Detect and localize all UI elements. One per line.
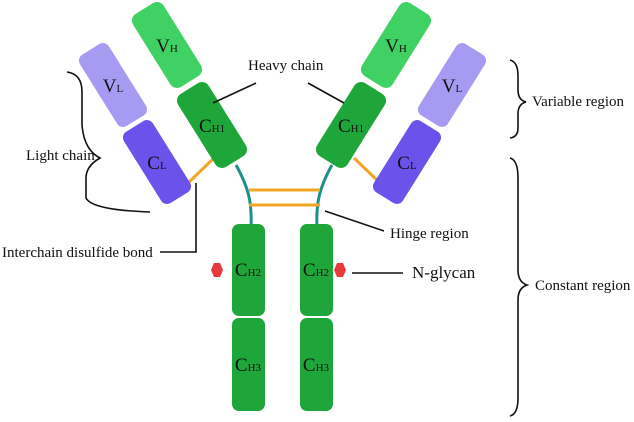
svg-text:VL: VL	[442, 76, 463, 97]
light-heavy-disulfide-right	[352, 156, 382, 185]
n-glycan-left-icon	[211, 263, 223, 277]
heavy-chain-leader-left	[212, 82, 257, 104]
hinge-connector-left	[234, 164, 253, 231]
svg-text:CL: CL	[147, 153, 167, 174]
left-cl-domain: CL	[122, 120, 192, 204]
svg-text:CH3: CH3	[235, 355, 262, 376]
light-heavy-disulfide-left	[186, 156, 216, 185]
n-glycan-right-icon	[334, 263, 346, 277]
svg-text:VH: VH	[385, 36, 407, 57]
svg-text:CL: CL	[397, 153, 417, 174]
hinge-leader	[324, 210, 385, 232]
right-cl-domain: CL	[372, 120, 442, 204]
left-vl-domain: VL	[78, 43, 148, 127]
svg-text:CH1: CH1	[338, 116, 364, 137]
left-ch3-domain: CH3	[232, 318, 265, 411]
interchain-disulfide-label: Interchain disulfide bond	[2, 245, 153, 261]
left-ch1-domain: CH1	[176, 82, 248, 168]
constant-region-label: Constant region	[535, 278, 631, 294]
svg-text:CH2: CH2	[303, 260, 329, 281]
svg-text:CH3: CH3	[303, 355, 330, 376]
heavy-chain-label: Heavy chain	[248, 58, 324, 74]
light-chain-brace	[66, 71, 151, 213]
variable-region-brace	[509, 59, 527, 139]
svg-text:VL: VL	[103, 76, 124, 97]
hinge-connector-right	[315, 164, 334, 231]
left-ch2-domain: CH2	[232, 224, 265, 316]
svg-text:CH1: CH1	[199, 116, 225, 137]
n-glycan-label: N-glycan	[412, 263, 476, 282]
constant-region-brace	[509, 157, 530, 417]
right-ch2-domain: CH2	[300, 224, 333, 316]
left-vh-domain: VH	[131, 2, 203, 88]
right-ch1-domain: CH1	[315, 82, 387, 168]
heavy-chain-leader-right	[307, 82, 345, 104]
disulfide-leader	[160, 183, 197, 253]
variable-region-label: Variable region	[532, 94, 625, 110]
light-chain-label: Light chain	[26, 148, 95, 164]
right-vl-domain: VL	[417, 43, 487, 127]
right-ch3-domain: CH3	[300, 318, 333, 411]
svg-text:CH2: CH2	[235, 260, 261, 281]
hinge-region-label: Hinge region	[390, 226, 469, 242]
svg-text:VH: VH	[156, 36, 178, 57]
right-vh-domain: VH	[360, 2, 432, 88]
